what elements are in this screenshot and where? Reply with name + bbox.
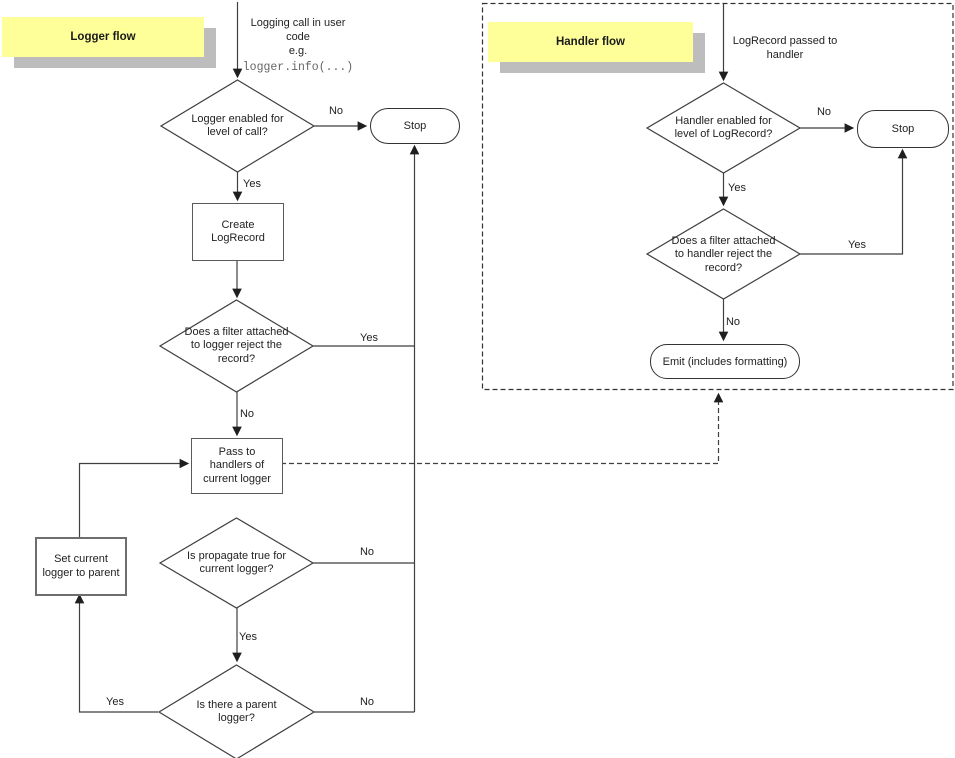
- parent-logger-question: Is there a parent logger?: [196, 698, 277, 725]
- logger-filter-diamond: [158, 299, 315, 393]
- propagate-diamond: [158, 517, 315, 609]
- parent-logger-diamond: [157, 664, 316, 758]
- logger-filter-question: Does a filter attached to logger reject …: [184, 325, 289, 365]
- logger-enabled-question: Logger enabled for level of call?: [191, 112, 284, 139]
- emit-label: Emit (includes formatting): [662, 355, 788, 368]
- edge-set-parent-loop-to-pass: [78, 458, 190, 537]
- edge-label-parent-yes: Yes: [106, 696, 124, 708]
- logger-flow-title: Logger flow: [70, 31, 136, 43]
- logger-stop-terminal: Stop: [370, 108, 460, 144]
- edge-label-handler-filter-no: No: [725, 316, 741, 328]
- edge-label-enabled-yes: Yes: [243, 178, 261, 190]
- handler-flow-boundary: [481, 2, 954, 391]
- logger-entry-annotation: Logging call in user code e.g.: [250, 17, 346, 57]
- emit-terminal: Emit (includes formatting): [650, 344, 800, 379]
- logger-entry-code: logger.info(...): [242, 61, 354, 74]
- logger-flow-title-note: Logger flow: [2, 17, 204, 57]
- logger-stop-label: Stop: [403, 120, 427, 132]
- edge-pass-to-handler-flow-dashed: [281, 392, 724, 465]
- handler-stop-terminal: Stop: [857, 110, 949, 148]
- handler-flow-title: Handler flow: [555, 36, 625, 48]
- handler-enabled-diamond: [645, 82, 802, 174]
- handler-stop-label: Stop: [891, 123, 915, 135]
- edge-label-filter-yes: Yes: [360, 332, 378, 344]
- propagate-question: Is propagate true for current logger?: [186, 549, 287, 576]
- edge-label-handler-enabled-no: No: [816, 106, 832, 118]
- edge-label-handler-enabled-yes: Yes: [728, 182, 746, 194]
- set-current-logger-box: Set current logger to parent: [35, 537, 127, 596]
- edge-handler-filter-yes-to-stop: [800, 148, 908, 255]
- handler-flow-title-note: Handler flow: [488, 22, 693, 62]
- edge-parent-yes-to-set-parent: [74, 593, 158, 713]
- pass-to-handlers-box: Pass to handlers of current logger: [191, 438, 283, 494]
- logger-enabled-diamond: [159, 79, 316, 173]
- handler-enabled-question: Handler enabled for level of LogRecord?: [674, 114, 773, 141]
- handler-entry-annotation: LogRecord passed to handler: [732, 35, 838, 61]
- edge-label-enabled-no: No: [328, 105, 344, 117]
- create-logrecord-box: Create LogRecord: [192, 203, 284, 261]
- edge-label-propagate-yes: Yes: [239, 631, 257, 643]
- edge-label-filter-no: No: [239, 408, 255, 420]
- handler-filter-question: Does a filter attached to handler reject…: [671, 234, 776, 274]
- edge-label-parent-no: No: [359, 696, 375, 708]
- handler-filter-diamond: [645, 208, 802, 300]
- edge-label-handler-filter-yes: Yes: [848, 239, 866, 251]
- edge-label-propagate-no: No: [359, 546, 375, 558]
